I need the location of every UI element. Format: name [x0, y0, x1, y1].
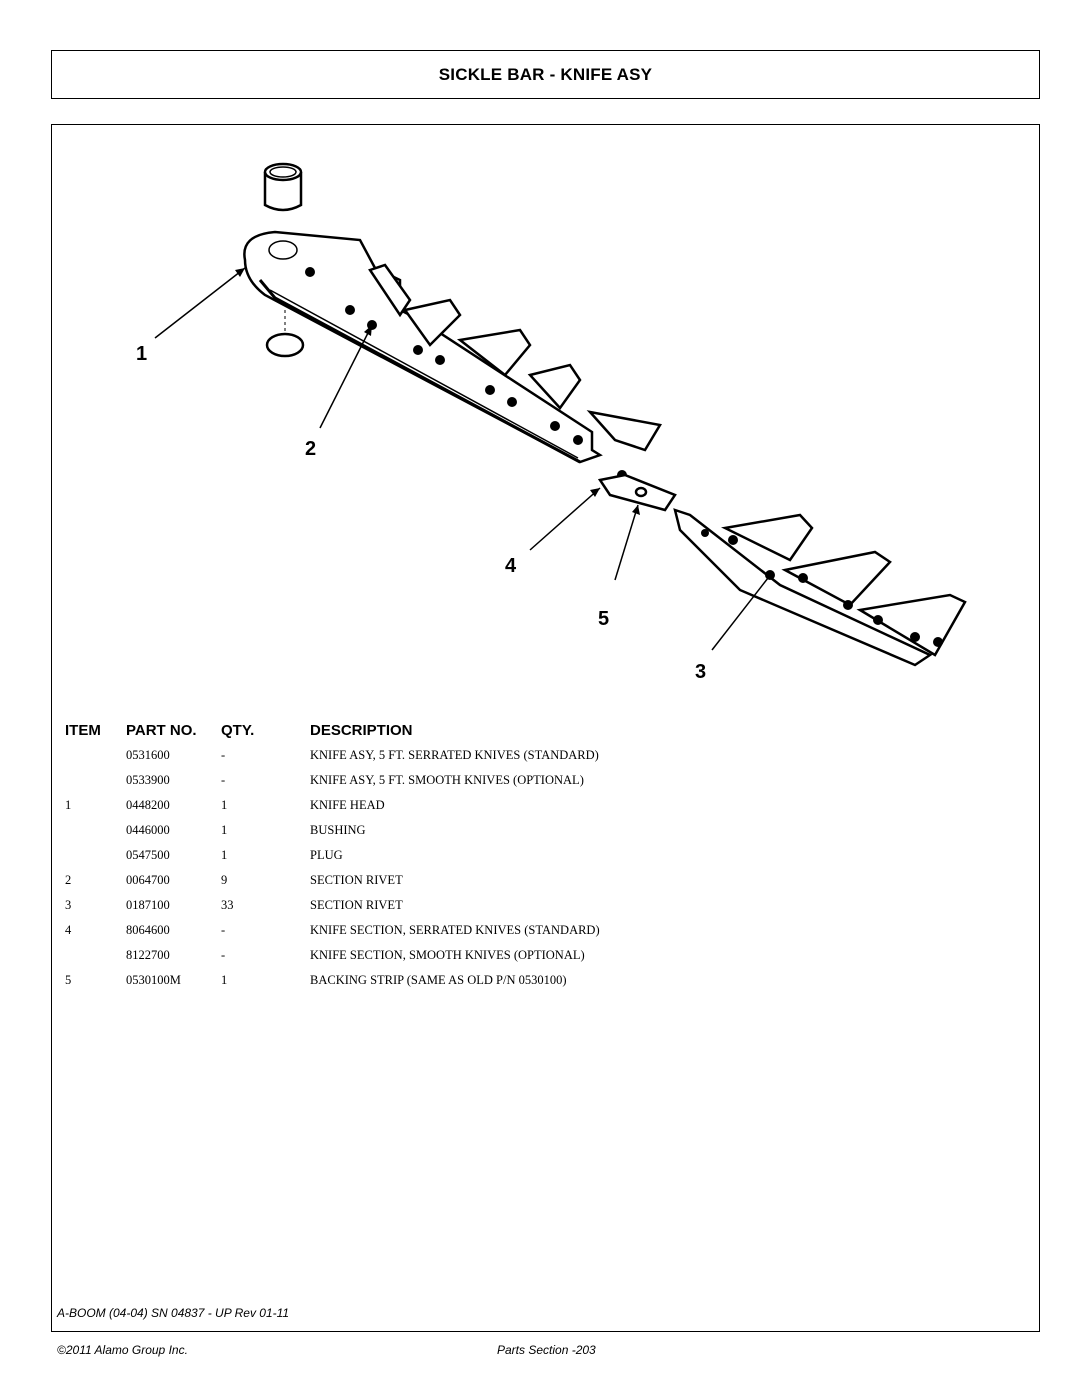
quantity-cell: 33	[221, 898, 234, 912]
parts-list-header: ITEM PART NO. QTY. DESCRIPTION	[0, 722, 1080, 742]
quantity-cell: 9	[221, 873, 228, 887]
exploded-parts-diagram: 1 2 3 4 5	[136, 162, 967, 683]
part-number-cell: 0533900	[126, 773, 170, 787]
callout-1: 1	[136, 343, 147, 365]
callout-5: 5	[598, 608, 609, 630]
callout-3: 3	[695, 661, 706, 683]
content-frame	[51, 124, 1040, 1332]
parts-list: 0531600 - KNIFE ASY, 5 FT. SERRATED KNIVES…	[0, 744, 1080, 994]
description-cell: KNIFE SECTION, SERRATED KNIVES (STANDARD…	[310, 923, 600, 937]
table-row: 0446000 1 BUSHING	[0, 819, 1080, 844]
leader-arrowheads	[235, 268, 640, 515]
model-reference: A-BOOM (04-04) SN 04837 - UP Rev 01-11	[57, 1306, 290, 1320]
part-number-cell: 0446000	[126, 823, 170, 837]
item-cell: 3	[65, 898, 72, 912]
callout-4: 4	[505, 555, 517, 577]
table-row: 4 8064600 - KNIFE SECTION, SERRATED KNIVES …	[0, 919, 1080, 944]
quantity-cell: -	[221, 773, 226, 787]
bushing-illustration	[263, 162, 303, 212]
part-number-cell: 0530100M	[126, 973, 181, 987]
description-cell: BACKING STRIP (SAME AS OLD P/N 0530100)	[310, 973, 567, 987]
table-row: 0531600 - KNIFE ASY, 5 FT. SERRATED KNIVES…	[0, 744, 1080, 769]
description-cell: KNIFE HEAD	[310, 798, 385, 812]
item-cell: 1	[65, 798, 72, 812]
title-box: SICKLE BAR - KNIFE ASY	[51, 50, 1040, 99]
header-qty: QTY.	[221, 722, 255, 739]
table-row: 0533900 - KNIFE ASY, 5 FT. SMOOTH KNIVES (…	[0, 769, 1080, 794]
quantity-cell: 1	[221, 973, 228, 987]
description-cell: KNIFE ASY, 5 FT. SERRATED KNIVES (STANDA…	[310, 748, 599, 762]
description-cell: SECTION RIVET	[310, 873, 403, 887]
quantity-cell: -	[221, 948, 226, 962]
table-row: 8122700 - KNIFE SECTION, SMOOTH KNIVES (OP…	[0, 944, 1080, 969]
header-item: ITEM	[65, 722, 101, 739]
page-title: SICKLE BAR - KNIFE ASY	[438, 64, 653, 84]
description-cell: KNIFE SECTION, SMOOTH KNIVES (OPTIONAL)	[310, 948, 585, 962]
table-row: 5 0530100M 1 BACKING STRIP (SAME AS OLD P/N…	[0, 969, 1080, 994]
part-number-cell: 0531600	[126, 748, 170, 762]
table-row: 3 0187100 33 SECTION RIVET	[0, 894, 1080, 919]
backing-strip-illustration	[597, 473, 677, 512]
description-cell: PLUG	[310, 848, 343, 862]
item-cell: 2	[65, 873, 72, 887]
part-number-cell: 0187100	[126, 898, 170, 912]
part-number-cell: 0547500	[126, 848, 170, 862]
item-cell: 4	[65, 923, 72, 937]
description-cell: KNIFE ASY, 5 FT. SMOOTH KNIVES (OPTIONAL…	[310, 773, 584, 787]
part-number-cell: 8064600	[126, 923, 170, 937]
page-number: Parts Section -203	[497, 1343, 596, 1357]
callout-2: 2	[305, 438, 316, 460]
part-number-cell: 0448200	[126, 798, 170, 812]
description-cell: SECTION RIVET	[310, 898, 403, 912]
callout-labels: 1 2 3 4 5	[136, 343, 706, 683]
header-part-no: PART NO.	[126, 722, 197, 739]
quantity-cell: 1	[221, 798, 228, 812]
leader-lines	[154, 267, 769, 651]
quantity-cell: -	[221, 748, 226, 762]
table-row: 1 0448200 1 KNIFE HEAD	[0, 794, 1080, 819]
description-cell: BUSHING	[310, 823, 366, 837]
copyright: ©2011 Alamo Group Inc.	[57, 1343, 188, 1357]
part-number-cell: 8122700	[126, 948, 170, 962]
lower-rivets	[701, 529, 943, 647]
table-row: 2 0064700 9 SECTION RIVET	[0, 869, 1080, 894]
item-cell: 5	[65, 973, 72, 987]
quantity-cell: 1	[221, 848, 228, 862]
quantity-cell: -	[221, 923, 226, 937]
part-number-cell: 0064700	[126, 873, 170, 887]
plug-illustration	[265, 332, 305, 358]
quantity-cell: 1	[221, 823, 228, 837]
table-row: 0547500 1 PLUG	[0, 844, 1080, 869]
upper-knife-sections	[368, 263, 662, 452]
header-description: DESCRIPTION	[310, 722, 413, 739]
